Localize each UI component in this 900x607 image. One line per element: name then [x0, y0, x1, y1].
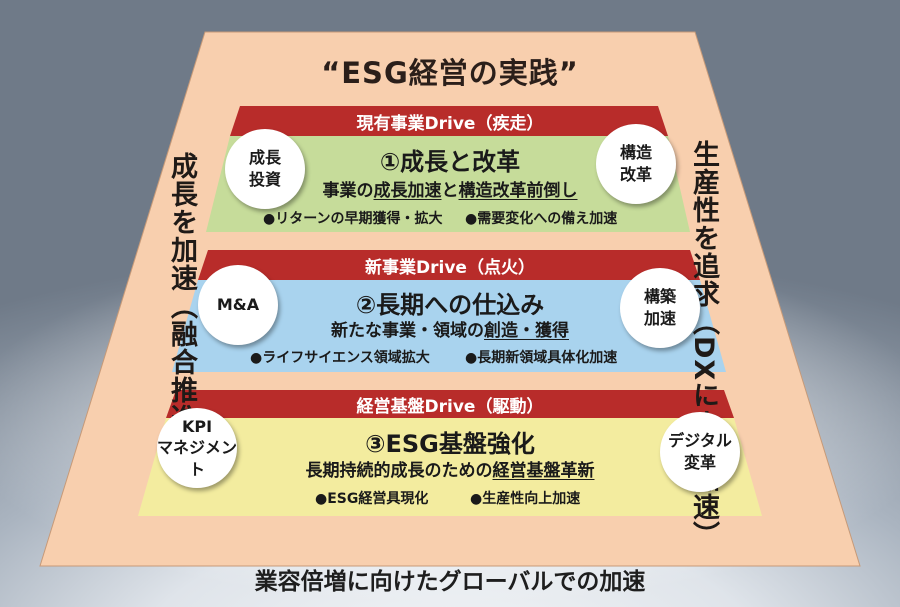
tier1-right-circle: 構造 改革	[596, 124, 676, 204]
tier2-label: 新事業Drive（点火）	[365, 258, 535, 278]
tier1-body	[206, 136, 690, 232]
tier2-band	[198, 250, 700, 280]
tier1-left-circle: 成長 投資	[225, 129, 305, 209]
tier2-bullet-1: ●ライフサイエンス領域拡大	[250, 350, 430, 366]
tier2-left-circle: M&A	[198, 265, 278, 345]
tier3-bullet-2: ●生産性向上加速	[470, 491, 581, 507]
bottom-caption: 業容倍増に向けたグローバルでの加速	[254, 569, 646, 595]
tier3-subtitle: 長期持続的成長のための経営基盤革新	[305, 461, 595, 481]
tier2-subtitle: 新たな事業・領域の創造・獲得	[331, 321, 569, 341]
tier3-label: 経営基盤Drive（駆動）	[356, 397, 544, 417]
tier1-bullet-2: ●需要変化への備え加速	[465, 211, 618, 227]
tier3-body	[138, 418, 762, 516]
tier3-bullet-1: ●ESG経営具現化	[315, 491, 429, 507]
tier1-bullet-1: ●リターンの早期獲得・拡大	[263, 211, 443, 227]
tier3-left-circle: KPI マネジメント	[157, 408, 237, 488]
tier1-main-title: ①成長と改革	[379, 148, 521, 176]
tier3-band	[166, 390, 734, 418]
diagram-title: “ESG経営の実践”	[321, 56, 579, 90]
tier2-bullet-2: ●長期新領域具体化加速	[465, 350, 618, 366]
tier2-main-title: ②長期への仕込み	[355, 291, 545, 319]
tier2-body	[172, 280, 726, 372]
tier1-band	[230, 106, 668, 136]
tier2-right-circle: 構築 加速	[620, 268, 700, 348]
tier3-right-circle: デジタル 変革	[660, 412, 740, 492]
tier1-subtitle: 事業の成長加速と構造改革前倒し	[322, 181, 578, 201]
tier1-label: 現有事業Drive（疾走）	[356, 114, 544, 134]
tier3-main-title: ③ESG基盤強化	[365, 430, 535, 458]
